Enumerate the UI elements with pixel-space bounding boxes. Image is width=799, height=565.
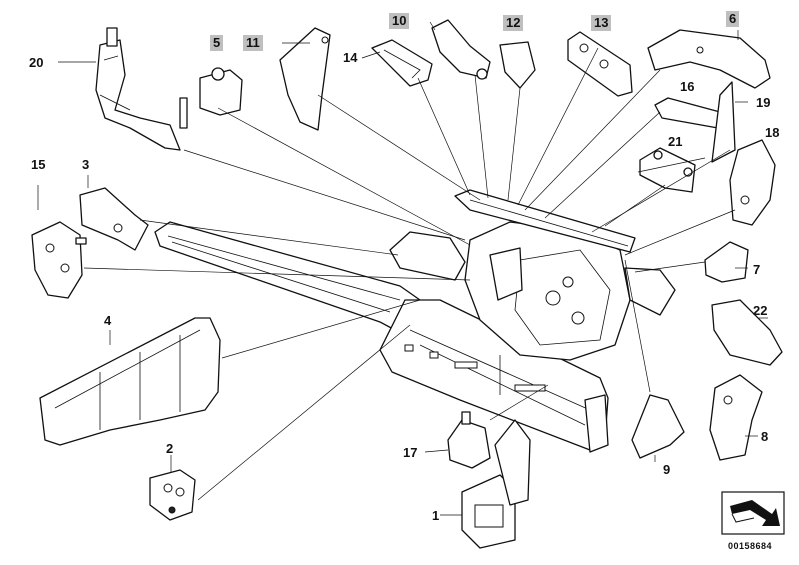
label-18: 18 <box>765 125 780 140</box>
part-1-bracket <box>461 419 531 549</box>
catalogue-arrow-icon <box>721 491 785 535</box>
part-14-plate <box>371 39 433 87</box>
label-13: 13 <box>591 15 612 31</box>
label-8: 8 <box>761 429 769 444</box>
label-10: 10 <box>389 13 410 29</box>
part-17-mount <box>447 411 491 469</box>
part-7-bracket <box>704 241 749 283</box>
part-16-plate <box>654 97 721 129</box>
part-12-clip <box>499 41 536 89</box>
label-6: 6 <box>726 11 740 27</box>
label-22: 22 <box>753 303 768 318</box>
part-8-bracket <box>709 374 763 461</box>
part-20-bracket <box>95 27 188 151</box>
label-1: 1 <box>432 508 440 523</box>
label-2: 2 <box>166 441 174 456</box>
part-5-mount <box>199 67 243 116</box>
part-19-bracket <box>711 81 736 163</box>
part-15-mount <box>31 221 87 299</box>
label-14: 14 <box>343 50 358 65</box>
label-16: 16 <box>680 79 695 94</box>
label-20: 20 <box>29 55 44 70</box>
part-3-bracket <box>79 187 149 251</box>
label-15: 15 <box>31 157 46 172</box>
part-13-plate <box>567 31 633 97</box>
label-4: 4 <box>104 313 112 328</box>
part-9-bracket <box>631 394 685 459</box>
part-2-bracket <box>149 469 196 521</box>
part-6-bracket <box>647 29 771 89</box>
label-17: 17 <box>403 445 418 460</box>
label-5: 5 <box>210 35 224 51</box>
label-7: 7 <box>753 262 761 277</box>
part-21-mount <box>639 147 696 193</box>
label-9: 9 <box>663 462 671 477</box>
part-4-panel <box>39 317 221 446</box>
label-21: 21 <box>668 134 683 149</box>
main-assembly <box>154 189 676 453</box>
part-10-bracket <box>431 19 491 80</box>
leader-lines <box>37 21 768 516</box>
reference-number: 00158684 <box>728 541 773 551</box>
label-11: 11 <box>243 35 263 51</box>
label-3: 3 <box>82 157 90 172</box>
part-22-bracket <box>711 299 783 366</box>
part-11-bracket <box>279 27 331 131</box>
label-19: 19 <box>756 95 771 110</box>
part-18-bracket <box>729 139 776 226</box>
label-12: 12 <box>503 15 524 31</box>
